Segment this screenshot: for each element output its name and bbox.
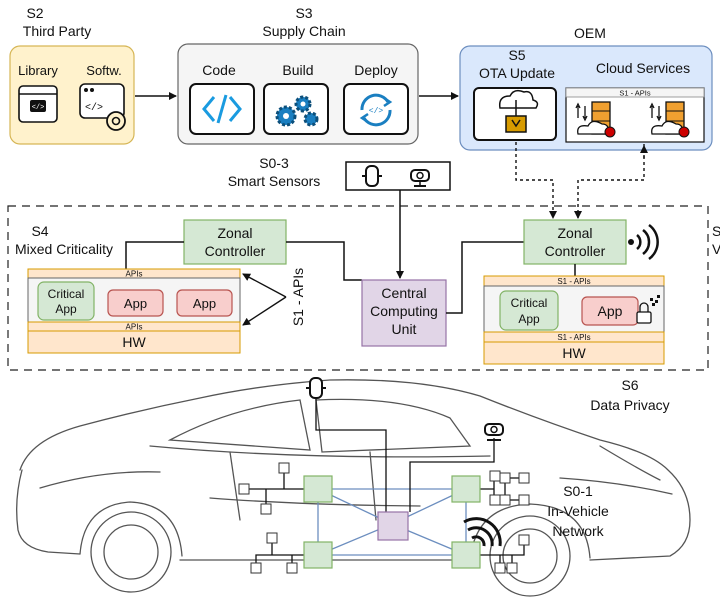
ecu-right-hw: HW <box>562 345 586 361</box>
deploy-cycle-icon: </> <box>343 83 409 135</box>
ecu-right-apis-top: S1 - APIs <box>557 277 590 286</box>
s03-title: Smart Sensors <box>228 173 321 189</box>
ccu-line3: Unit <box>392 321 417 337</box>
oem-title: OEM <box>574 25 606 41</box>
ecu-left-critical-1: Critical <box>48 287 85 301</box>
ecu-right-apis-bottom: S1 - APIs <box>557 333 590 342</box>
car-lidar-icon <box>306 377 326 399</box>
central-computing-unit: Central Computing Unit <box>361 279 447 347</box>
s3-id: S3 <box>295 5 312 21</box>
car-outline <box>16 379 691 597</box>
camera-sensor-icon <box>410 169 430 187</box>
smart-sensors-box <box>345 161 451 191</box>
ccu-line1: Central <box>381 285 426 301</box>
svg-text:</>: </> <box>85 102 103 114</box>
svg-text:</>: </> <box>32 104 45 112</box>
s3-build-label: Build <box>282 62 313 78</box>
ecu-left-apis-bottom: APIs <box>126 323 143 332</box>
car-camera-icon <box>484 423 504 441</box>
ecu-left: APIs Critical App App App APIs HW <box>27 268 241 354</box>
s2-library-label: Library <box>18 63 58 78</box>
ecu-left-hw: HW <box>122 334 146 350</box>
s6-title: Data Privacy <box>590 397 669 413</box>
s02-title: V2X <box>712 241 720 257</box>
s03-id: S0-3 <box>259 155 289 171</box>
zonal-right-line2: Controller <box>545 243 606 259</box>
s1-apis-label: S1 - APIs <box>290 268 306 326</box>
ecu-left-apis-top: APIs <box>126 270 143 279</box>
oem-apis-label: S1 - APIs <box>619 89 651 98</box>
s4-title: Mixed Criticality <box>15 241 113 257</box>
oem-box: S5 OTA Update Cloud Services S1 - APIs <box>459 45 713 151</box>
s6-id: S6 <box>621 377 638 393</box>
s01-line2: Network <box>552 523 604 539</box>
s3-code-label: Code <box>202 62 236 78</box>
zonal-controller-left: Zonal Controller <box>183 219 287 265</box>
code-window-icon: </> <box>18 85 58 123</box>
ecu-right-critical-2: App <box>518 312 540 326</box>
s2-box: Library Softw. </> </> <box>9 45 135 145</box>
s2-title: Third Party <box>23 23 91 39</box>
ccu-to-right-zonal <box>446 241 524 314</box>
s1-arrow-top <box>242 273 287 298</box>
in-vehicle-network <box>238 377 530 574</box>
ecu-left-critical-2: App <box>55 302 77 316</box>
vehicle-domain-boundary <box>7 205 709 371</box>
zonal-left-line2: Controller <box>205 243 266 259</box>
ecu-left-app2: App <box>193 296 216 311</box>
cloud-services-label: Cloud Services <box>596 60 690 76</box>
s3-box: Code Build Deploy </> <box>177 43 419 145</box>
s3-deploy-label: Deploy <box>354 62 398 78</box>
s01-id: S0-1 <box>563 483 593 499</box>
s5-id: S5 <box>508 47 525 63</box>
ecu-right: S1 - APIs Critical App App S1 - APIs HW <box>483 275 665 365</box>
s3-title: Supply Chain <box>262 23 345 39</box>
left-zonal-to-ccu <box>286 241 362 281</box>
ota-cloud-icon <box>473 87 557 141</box>
cloud-services-icon: S1 - APIs <box>565 87 705 143</box>
zonal-right-line1: Zonal <box>557 225 592 241</box>
car-wireless-icon <box>463 517 502 547</box>
ccu-line2: Computing <box>370 303 438 319</box>
software-gear-icon: </> <box>79 83 126 131</box>
s5-label: OTA Update <box>479 65 555 81</box>
zonal-left-line1: Zonal <box>217 225 252 241</box>
left-zonal-to-ecu <box>125 241 184 269</box>
ota-to-zonal-dotted <box>515 142 557 219</box>
build-gears-icon <box>263 83 329 135</box>
ecu-right-app: App <box>598 303 623 319</box>
cloud-to-zonal-dotted <box>574 144 645 219</box>
s01-line1: In-Vehicle <box>547 503 609 519</box>
lidar-sensor-icon <box>362 165 382 187</box>
s2-software-label: Softw. <box>86 63 121 78</box>
s1-arrow-bottom <box>242 296 287 326</box>
s4-id: S4 <box>31 223 48 239</box>
s02-id: S0-2 <box>712 223 720 239</box>
lock-icon <box>636 295 660 324</box>
zonal-controller-right: Zonal Controller <box>523 219 627 265</box>
ecu-left-app1: App <box>124 296 147 311</box>
v2x-signal-icon <box>628 223 659 261</box>
ecu-right-critical-1: Critical <box>511 296 548 310</box>
svg-text:</>: </> <box>369 107 384 116</box>
s2-id: S2 <box>26 5 43 21</box>
code-brackets-icon <box>189 83 255 135</box>
